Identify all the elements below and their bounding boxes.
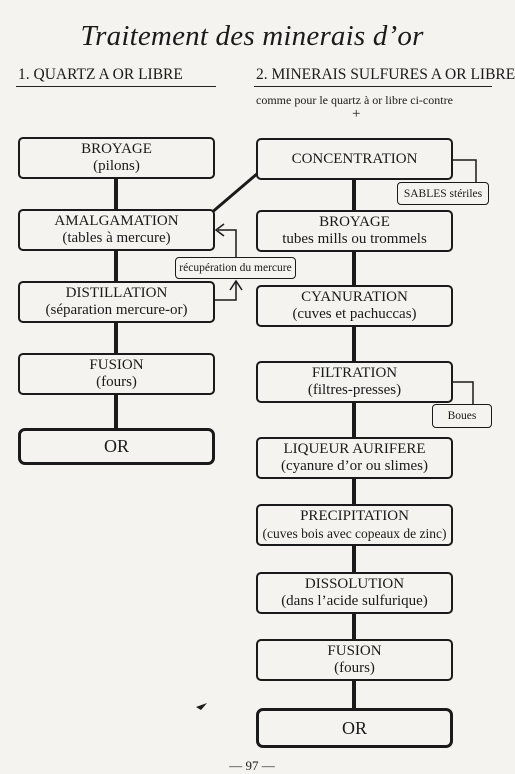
step-name: BROYAGE [81, 141, 152, 157]
final-label: OR [341, 717, 367, 738]
mercury-arrow-up [229, 279, 243, 291]
page-number: — 97 — [229, 758, 275, 773]
step-detail: (fours) [334, 660, 375, 676]
mercury-arrow-left [214, 223, 225, 237]
col2-step-fusion: FUSION (fours) [256, 639, 453, 681]
step-name: CONCENTRATION [291, 150, 418, 167]
col1-step-distillation: DISTILLATION (séparation mercure-or) [18, 281, 215, 323]
step-name: FILTRATION [311, 365, 398, 381]
col1-heading: 1. QUARTZ A OR LIBRE [18, 66, 183, 83]
mercury-recovery-label: récupération du mercure [175, 257, 296, 279]
step-name: LIQUEUR AURIFERE [283, 441, 426, 457]
plus-sign: + [352, 106, 361, 122]
col1-step-amalgamation: AMALGAMATION (tables à mercure) [18, 209, 215, 251]
col2-step-precipitation: PRECIPITATION (cuves bois avec copeaux d… [256, 504, 453, 546]
step-detail: (fours) [96, 374, 137, 390]
step-detail: tubes mills ou trommels [282, 231, 427, 247]
col2-step-broyage: BROYAGE tubes mills ou trommels [256, 210, 453, 252]
step-detail: (dans l’acide sulfurique) [281, 593, 428, 609]
col2-step-liqueur-aurifere: LIQUEUR AURIFERE (cyanure d’or ou slimes… [256, 437, 453, 479]
stray-mark [196, 703, 207, 710]
step-detail: (séparation mercure-or) [45, 302, 188, 318]
col1-step-broyage: BROYAGE (pilons) [18, 137, 215, 179]
step-name: BROYAGE [319, 214, 390, 230]
step-detail: (pilons) [93, 158, 140, 174]
step-detail: (filtres-presses) [307, 382, 402, 398]
step-name: PRECIPITATION [300, 508, 409, 524]
concentration-to-amalgamation-line [209, 171, 259, 216]
col2-step-concentration: CONCENTRATION [256, 138, 453, 180]
col2-note: comme pour le quartz à or libre ci-contr… [256, 93, 453, 107]
mercury-return-line [214, 282, 237, 301]
step-detail: (cuves bois avec copeaux de zinc) [262, 526, 447, 541]
col2-step-filtration: FILTRATION (filtres-presses) [256, 361, 453, 403]
col2-step-cyanuration: CYANURATION (cuves et pachuccas) [256, 285, 453, 327]
page-title: Traitement des minerais d’or [80, 20, 424, 52]
mercury-return-line-top [218, 229, 237, 258]
step-name: AMALGAMATION [54, 213, 179, 229]
step-name: DISSOLUTION [304, 576, 405, 592]
step-name: DISTILLATION [65, 285, 168, 301]
col1-final-gold: OR [18, 428, 215, 465]
col2-heading: 2. MINERAIS SULFURES A OR LIBRE [256, 66, 515, 83]
step-name: FUSION [89, 357, 144, 373]
muds-connector [452, 381, 474, 404]
step-detail: (tables à mercure) [62, 230, 171, 246]
muds-box: Boues [432, 404, 492, 428]
col1-step-fusion: FUSION (fours) [18, 353, 215, 395]
col2-final-gold: OR [256, 708, 453, 748]
sterile-sands-box: SABLES stériles [397, 182, 489, 205]
sands-connector [452, 159, 477, 182]
step-name: CYANURATION [301, 289, 408, 305]
final-label: OR [103, 436, 129, 456]
col2-step-dissolution: DISSOLUTION (dans l’acide sulfurique) [256, 572, 453, 614]
step-name: FUSION [327, 643, 382, 659]
step-detail: (cuves et pachuccas) [292, 306, 417, 322]
col1-heading-rule [16, 86, 216, 87]
col2-heading-rule [254, 86, 492, 87]
step-detail: (cyanure d’or ou slimes) [280, 458, 429, 474]
